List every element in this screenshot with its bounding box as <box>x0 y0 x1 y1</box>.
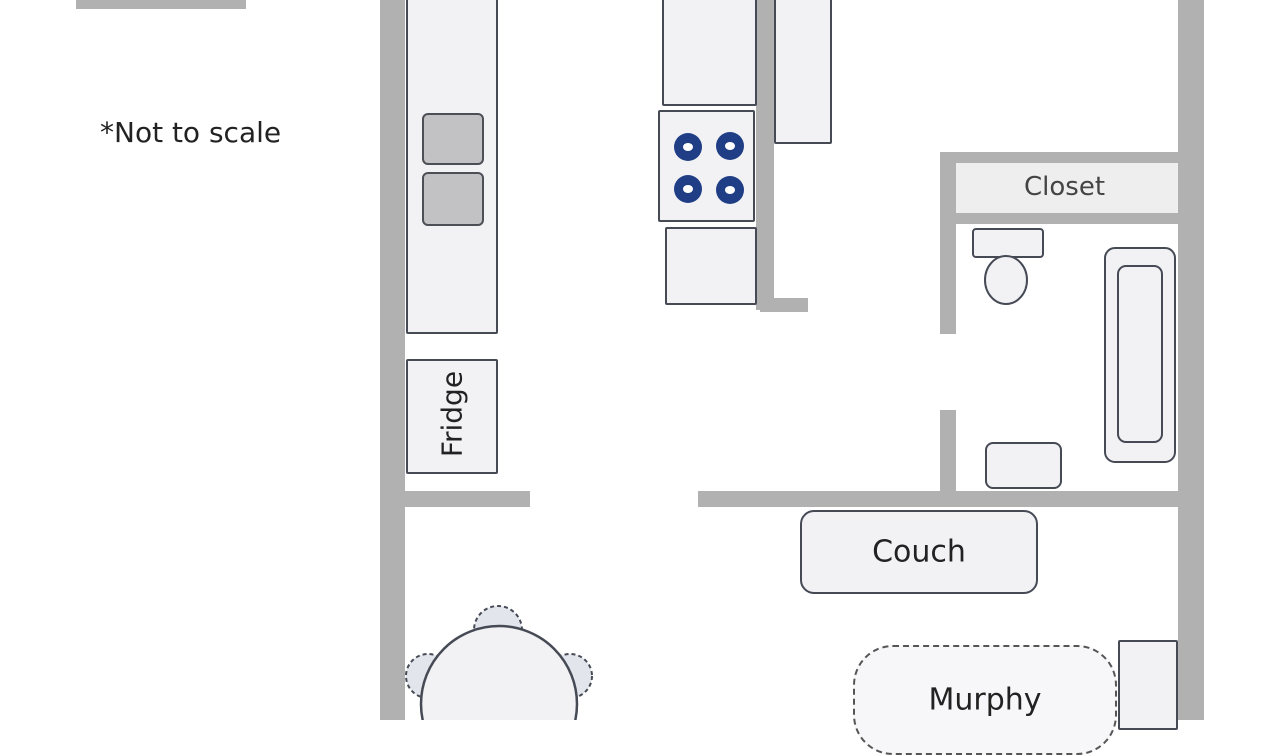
burner-icon <box>674 133 702 161</box>
not-to-scale-note: *Not to scale <box>100 116 282 149</box>
floor-plan: *Not to scale Fridge Closet <box>76 0 1204 755</box>
fridge-label: Fridge <box>435 370 469 458</box>
bathtub-icon <box>1104 247 1176 463</box>
kitchen-counter-upper <box>662 0 757 106</box>
wall-left <box>380 0 405 720</box>
wall-closet-top <box>940 152 1180 163</box>
kitchen-counter-lower <box>665 227 757 305</box>
toilet-icon <box>972 228 1044 305</box>
stove-burners <box>674 132 744 204</box>
closet-floor <box>956 163 1178 213</box>
wall-kitchen-bottom-right <box>698 491 1180 507</box>
wall-kitchen-partition <box>756 0 774 310</box>
cabinet-tall <box>774 0 832 144</box>
stove <box>658 110 755 222</box>
bathroom-sink <box>985 442 1062 489</box>
wall-top-left-stub <box>76 0 246 9</box>
couch <box>800 510 1038 594</box>
wall-kitchen-bottom-left <box>400 491 530 507</box>
wall-closet-bottom <box>950 213 1180 224</box>
burner-icon <box>716 176 744 204</box>
fridge <box>406 359 498 474</box>
sink-basin-upper <box>422 113 484 165</box>
burner-icon <box>716 132 744 160</box>
burner-icon <box>674 175 702 203</box>
couch-label: Couch <box>872 534 966 570</box>
kitchen-counter-left <box>406 0 498 334</box>
wall-bath-left-upper <box>940 152 956 334</box>
wall-bath-left-lower <box>940 410 956 502</box>
wall-right <box>1178 0 1204 720</box>
wall-cabinet-right <box>1118 640 1178 730</box>
closet-label: Closet <box>1024 172 1106 202</box>
dining-table-icon <box>405 605 593 720</box>
sink-basin-lower <box>422 172 484 226</box>
murphy-label: Murphy <box>928 682 1042 718</box>
wall-kitchen-partition-foot <box>760 298 808 312</box>
